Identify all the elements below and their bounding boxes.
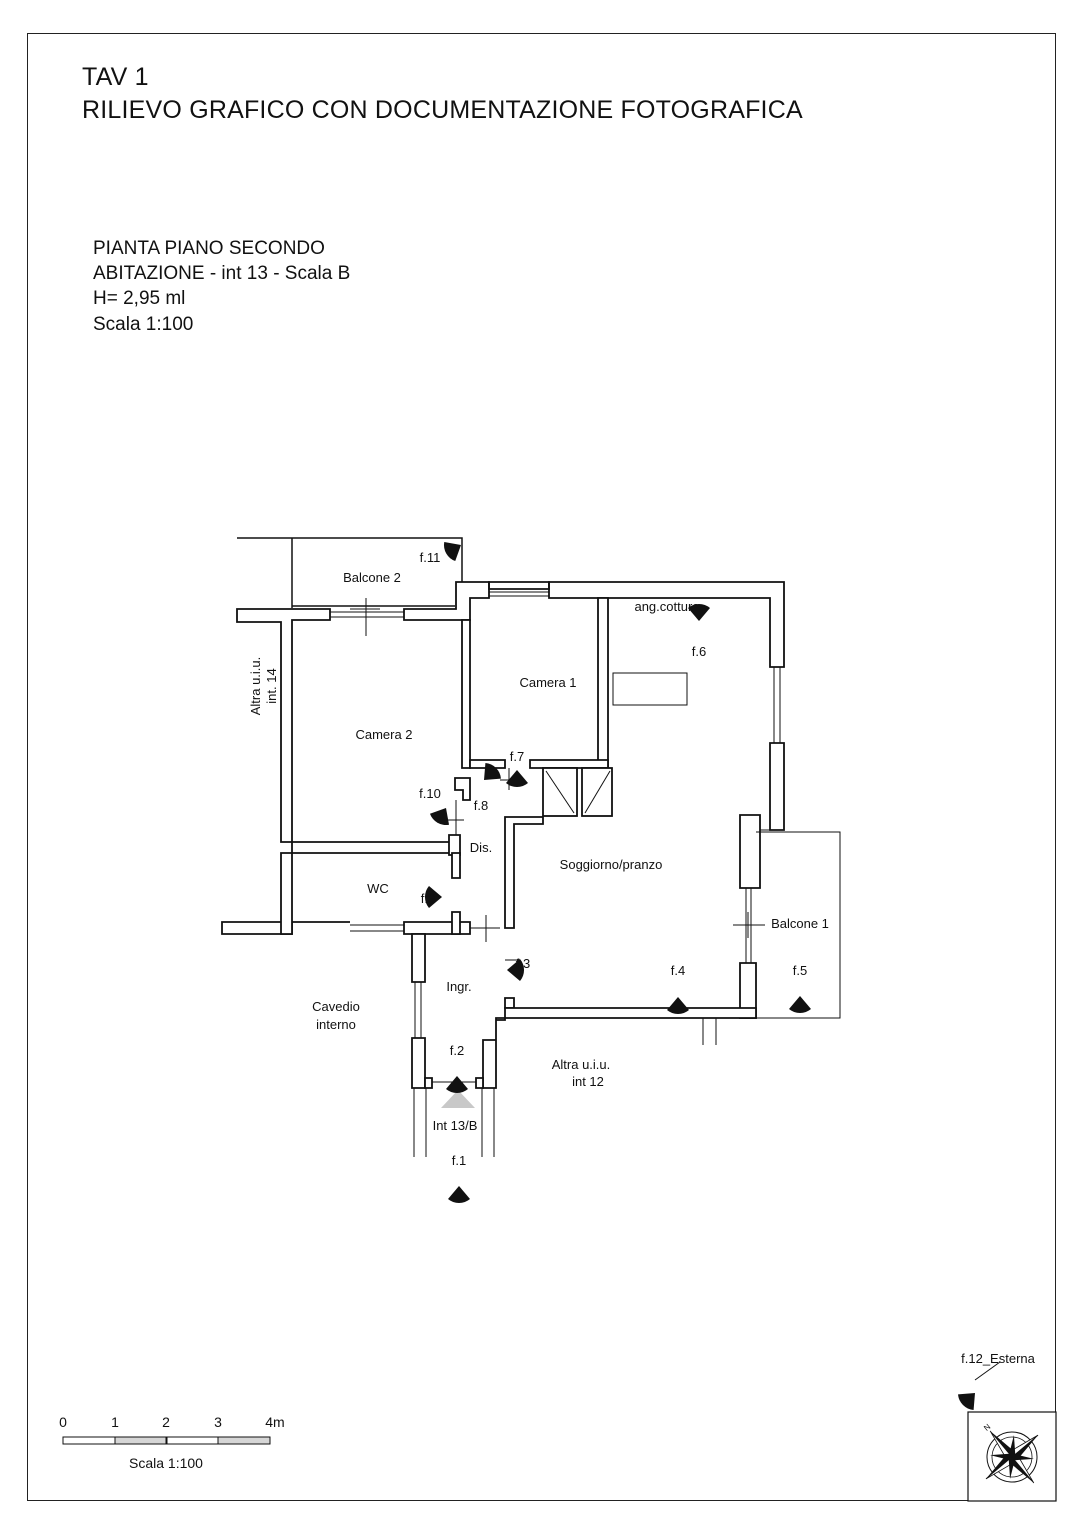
balcone-2-area — [237, 537, 463, 608]
photo-f8: f.8 — [474, 798, 488, 813]
scale-tick-3: 3 — [214, 1414, 222, 1430]
compass-box: N — [967, 1411, 1057, 1502]
sheet-title: RILIEVO GRAFICO CON DOCUMENTAZIONE FOTOG… — [82, 96, 803, 124]
plan-scale: Scala 1:100 — [93, 314, 194, 335]
photo-f9: f.9 — [421, 891, 435, 906]
label-ang-cottura: ang.cottura — [634, 599, 700, 614]
label-altra-14-1: Altra u.i.u. — [248, 657, 263, 716]
label-balcone-2: Balcone 2 — [343, 570, 401, 585]
photo-f10: f.10 — [419, 786, 441, 801]
camera-cone-icon — [667, 997, 689, 1015]
svg-text:N: N — [982, 1422, 992, 1433]
label-cavedio-2: interno — [316, 1017, 356, 1032]
label-cavedio-1: Cavedio — [312, 999, 360, 1014]
sheet-number: TAV 1 — [82, 63, 149, 91]
plan-unit: ABITAZIONE - int 13 - Scala B — [93, 263, 351, 284]
label-int-13b: Int 13/B — [433, 1118, 478, 1133]
label-altra-12-2: int 12 — [572, 1074, 604, 1089]
label-ingresso: Ingr. — [446, 979, 471, 994]
camera-cone-icon — [789, 996, 811, 1014]
photo-f4: f.4 — [671, 963, 685, 978]
label-camera-2: Camera 2 — [355, 727, 412, 742]
label-altra-12-1: Altra u.i.u. — [552, 1057, 611, 1072]
drawing-frame — [27, 33, 1056, 1501]
label-altra-14-2: int. 14 — [264, 668, 279, 703]
plan-height: H= 2,95 ml — [93, 288, 186, 309]
entry-arrow-icon — [441, 1090, 475, 1108]
photo-f1: f.1 — [452, 1153, 466, 1168]
scale-bar: 0 1 2 3 4m Scala 1:100 — [59, 1414, 285, 1471]
photo-markers: f.11 f.6 f.7 f.8 f.10 f.9 f.3 f.4 f.5 f.… — [419, 535, 1036, 1413]
scale-tick-1: 1 — [111, 1414, 119, 1430]
camera-cone-icon — [955, 1385, 983, 1413]
scale-tick-0: 0 — [59, 1414, 67, 1430]
camera-cone-icon — [446, 1076, 468, 1094]
photo-f12: f.12_Esterna — [961, 1351, 1035, 1366]
plan-floor: PIANTA PIANO SECONDO — [93, 238, 325, 259]
camera-cone-icon — [427, 802, 456, 829]
photo-f3: f.3 — [516, 956, 530, 971]
scale-bar-label: Scala 1:100 — [129, 1455, 203, 1471]
photo-f7: f.7 — [510, 749, 524, 764]
scale-tick-2: 2 — [162, 1414, 170, 1430]
label-camera-1: Camera 1 — [519, 675, 576, 690]
label-wc: WC — [367, 881, 389, 896]
windows — [330, 591, 841, 1157]
photo-f6: f.6 — [692, 644, 706, 659]
label-balcone-1: Balcone 1 — [771, 916, 829, 931]
camera-cone-icon — [448, 1186, 470, 1204]
label-dis: Dis. — [470, 840, 492, 855]
label-soggiorno: Soggiorno/pranzo — [560, 857, 663, 872]
room-labels: Balcone 2 Camera 1 Camera 2 ang.cottura … — [248, 570, 829, 1133]
compass-rose-icon: N — [982, 1422, 1039, 1484]
photo-f5: f.5 — [793, 963, 807, 978]
photo-f2: f.2 — [450, 1043, 464, 1058]
scale-tick-4: 4m — [265, 1414, 284, 1430]
photo-f11: f.11 — [420, 550, 441, 565]
